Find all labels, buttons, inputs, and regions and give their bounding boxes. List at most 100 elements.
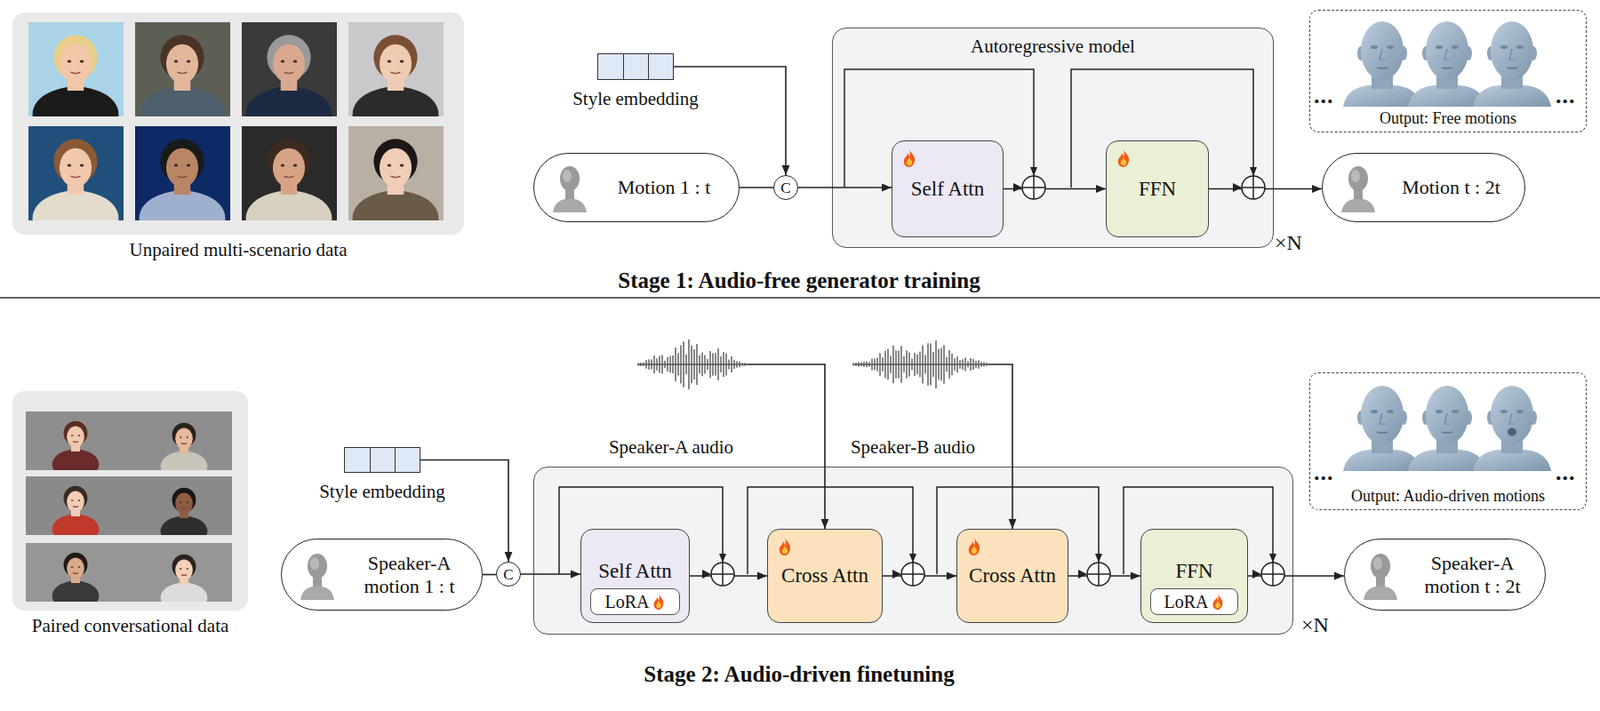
skip-connection xyxy=(936,487,1099,575)
arrow-head xyxy=(1078,569,1088,579)
cell-divider xyxy=(394,448,396,472)
node-label: Self Attn xyxy=(598,560,672,584)
person-hair xyxy=(172,423,197,448)
mesh-shoulders xyxy=(1408,85,1487,107)
flame-icon xyxy=(1210,592,1225,611)
node-label: FFN xyxy=(1175,560,1213,584)
add-cross xyxy=(711,562,735,586)
flame-icon xyxy=(901,148,918,168)
mesh-eye xyxy=(1500,409,1508,414)
mesh-neck xyxy=(1436,69,1458,89)
person-eye xyxy=(71,434,73,437)
ellipsis: ... xyxy=(1555,83,1576,109)
head-icon xyxy=(550,162,590,213)
cell-divider xyxy=(369,448,371,472)
head-skull xyxy=(560,166,580,192)
head-shade xyxy=(1351,169,1360,183)
person-eye xyxy=(80,163,84,167)
person-neck xyxy=(179,575,189,585)
photo xyxy=(348,22,444,142)
person-shirt xyxy=(139,191,226,247)
person-mouth xyxy=(181,442,187,445)
person-hair xyxy=(172,488,197,513)
repeat-label: ×N xyxy=(1301,612,1329,638)
image-panel: Paired conversational data xyxy=(12,391,248,611)
person-neck xyxy=(71,441,80,452)
node-label: Output: Free motions xyxy=(1379,109,1517,128)
mesh-neck xyxy=(1501,69,1523,89)
flame-icon xyxy=(776,536,793,557)
photo xyxy=(25,411,232,481)
photo-background xyxy=(135,22,231,117)
audio-input: Speaker-B audio xyxy=(837,344,989,458)
photo-background xyxy=(241,126,337,221)
person-face xyxy=(379,148,412,188)
output-box: Output: Free motions xyxy=(1309,9,1587,133)
head-skull xyxy=(1348,166,1368,192)
person-eye xyxy=(78,566,80,568)
mesh-mouth xyxy=(1506,67,1518,69)
photo xyxy=(135,126,231,246)
person-face xyxy=(66,557,85,579)
cell-divider xyxy=(648,54,649,80)
skip-connection xyxy=(559,487,723,575)
connector xyxy=(689,575,768,577)
motion-pill: Motion t : 2t xyxy=(1321,152,1526,223)
person-eye xyxy=(78,434,80,437)
photo-background xyxy=(241,22,337,117)
connector xyxy=(420,460,509,563)
person-neck xyxy=(71,506,80,517)
person-neck xyxy=(71,573,80,584)
person-neck xyxy=(387,72,404,91)
attention-block: Self AttnLoRA xyxy=(580,528,690,624)
photo xyxy=(28,22,124,142)
mesh-ear xyxy=(1400,46,1408,61)
attention-block: Self Attn xyxy=(891,140,1004,238)
person-hair xyxy=(53,34,97,80)
concat-circle: C xyxy=(496,561,521,587)
photo-background xyxy=(28,22,124,117)
head-mesh xyxy=(1408,21,1487,107)
person-eye xyxy=(387,59,392,63)
person-mouth xyxy=(71,176,81,177)
arrow-head xyxy=(1232,183,1242,192)
node-label: Speaker-A motion t : 2t xyxy=(1419,552,1527,599)
person-hair xyxy=(172,554,197,580)
person-face xyxy=(59,44,92,84)
person-eye xyxy=(71,566,73,568)
node-label: Speaker-B audio xyxy=(850,436,976,458)
node-label: FFN xyxy=(1138,177,1176,201)
stage-title: Stage 2: Audio-driven finetuning xyxy=(643,662,954,688)
add-symbol xyxy=(711,562,735,586)
skip-connection xyxy=(1071,69,1254,188)
mesh-nose xyxy=(1509,413,1515,424)
mesh-mouth xyxy=(1441,432,1453,433)
person-neck xyxy=(174,176,191,195)
mesh-eye xyxy=(1435,45,1443,49)
person-shirt xyxy=(246,191,333,247)
head-shoulders xyxy=(552,198,587,213)
mesh-nose xyxy=(1444,48,1450,60)
lora-tag: LoRA xyxy=(590,588,680,616)
person-mouth xyxy=(181,574,187,576)
flame-outer xyxy=(653,593,664,610)
cell-divider xyxy=(623,54,624,80)
person-shirt xyxy=(160,516,208,547)
mesh-shoulders xyxy=(1472,85,1552,107)
flame-inner xyxy=(656,600,662,608)
node-label: Paired conversational data xyxy=(32,615,230,637)
person-shirt xyxy=(52,581,100,612)
mesh-eye xyxy=(1500,45,1508,49)
stage-separator xyxy=(0,296,1600,299)
mesh-eye xyxy=(1370,409,1378,414)
person-eye xyxy=(78,499,80,502)
head-mesh xyxy=(1408,385,1487,472)
person-neck xyxy=(280,176,297,195)
arrow-head xyxy=(892,569,902,579)
node-label: Cross Attn xyxy=(968,564,1056,588)
connector xyxy=(673,66,786,176)
flame-outer xyxy=(904,149,915,168)
head-shade xyxy=(562,169,572,183)
cross-attention-block: Cross Attn xyxy=(956,528,1069,624)
